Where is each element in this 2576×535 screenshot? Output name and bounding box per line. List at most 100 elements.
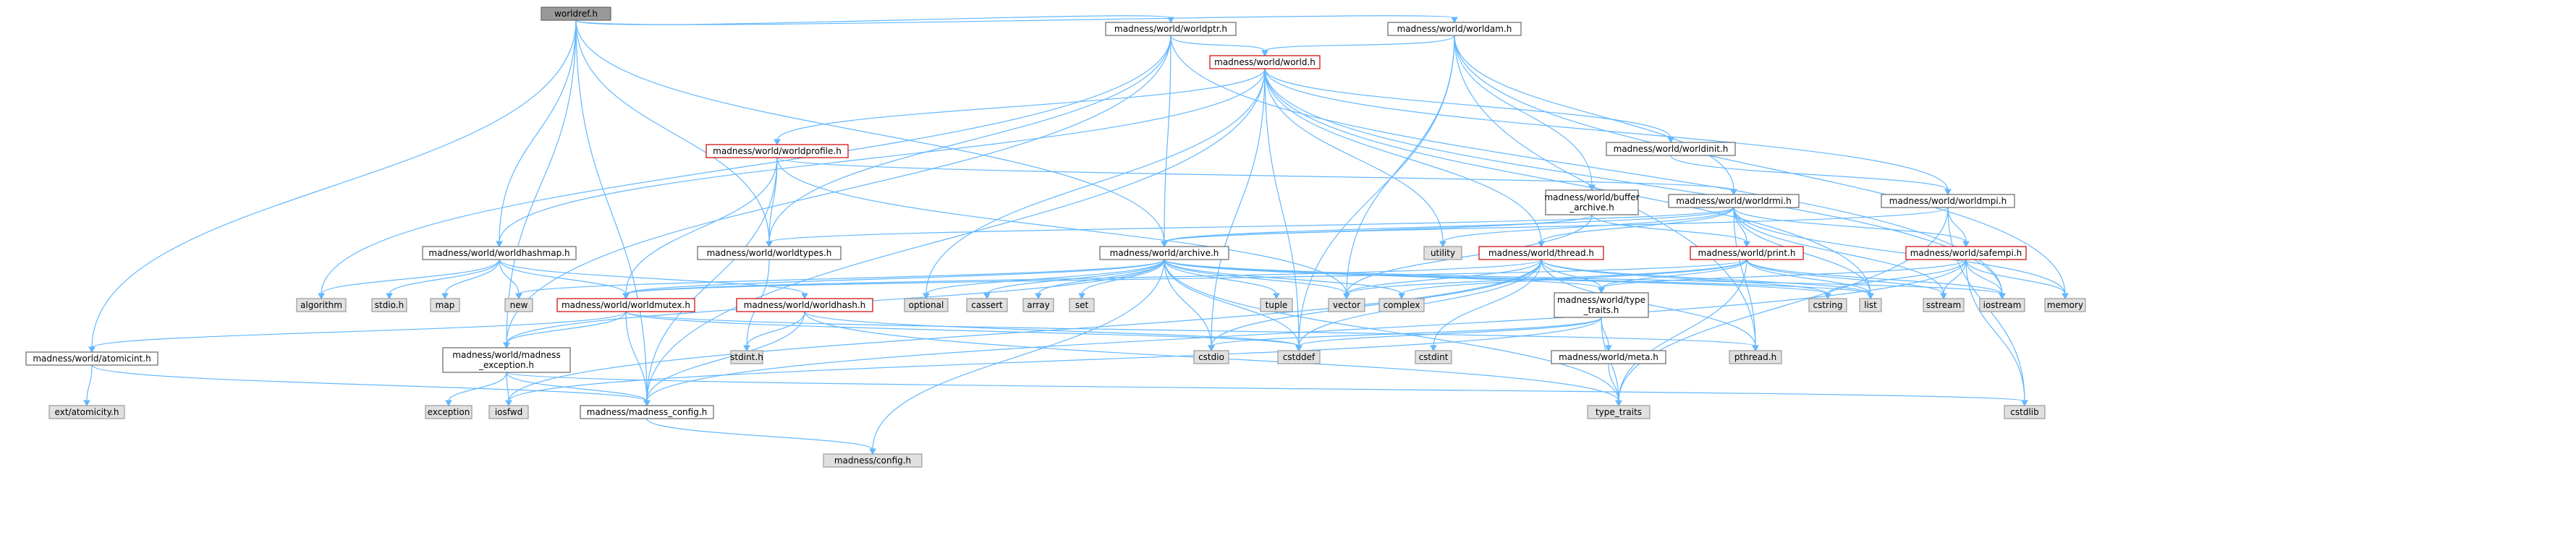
edge-worldrmi-to-memory [1733,207,2066,295]
node-atomicint[interactable]: madness/world/atomicint.h [25,351,158,366]
edge-worldptr-to-archive [1164,35,1172,243]
edge-arrowhead [1743,241,1750,248]
node-worldinit[interactable]: madness/world/worldinit.h [1606,142,1736,156]
node-ext_atomicity: ext/atomicity.h [48,405,125,419]
node-box [1328,298,1365,312]
node-box [1423,246,1462,260]
edge-arrowhead [983,293,991,300]
node-box [556,298,695,312]
node-label: madness/world/madness [452,350,560,360]
node-label: madness/world/worldrmi.h [1676,196,1792,206]
node-box [823,453,923,468]
node-madness_config[interactable]: madness/madness_config.h [580,405,714,419]
node-box [1979,298,2025,312]
node-box [442,347,571,373]
edge-worldhashmap-to-map [444,259,500,295]
node-buffer_archive[interactable]: madness/world/buffer_archive.h [1544,189,1640,215]
edge-arrowhead [2021,400,2028,407]
edges-layer [83,15,2069,455]
node-label: sstream [1926,300,1961,310]
node-box [2004,405,2046,419]
node-label: madness/world/worldhash.h [744,300,866,310]
edge-worldref-to-worldhashmap [499,20,577,243]
edge-meta-to-type_traits [1608,363,1619,402]
edge-arrowhead [515,293,522,300]
edge-safempi-to-cstring [1827,259,1967,295]
node-cstdint: cstdint [1415,350,1452,364]
node-memory: memory [2044,298,2086,312]
node-meta[interactable]: madness/world/meta.h [1551,350,1666,364]
node-worldhash[interactable]: madness/world/worldhash.h [736,298,873,312]
edge-arrowhead [923,293,930,300]
edge-buffer_archive-to-vector [1346,214,1593,295]
edge-print-to-type_traits_h [1601,259,1747,289]
node-safempi[interactable]: madness/world/safempi.h [1905,246,2027,260]
edge-type_traits_h-to-cstddef [1298,317,1602,347]
node-box [1905,246,2027,260]
node-cstdlib: cstdlib [2004,405,2046,419]
node-worldptr[interactable]: madness/world/worldptr.h [1105,22,1237,36]
edge-worldmutex-to-madness_exception [506,311,627,344]
edge-arrowhead [1343,293,1350,300]
edge-archive-to-cassert [986,259,1165,295]
edge-worldref-to-atomicint [91,20,577,348]
node-worldhashmap[interactable]: madness/world/worldhashmap.h [422,246,577,260]
edge-worldhashmap-to-worldmutex [499,259,627,295]
node-box [488,405,529,419]
edge-worldprofile-to-worldrmi [776,157,1734,191]
node-archive[interactable]: madness/world/archive.h [1099,246,1229,260]
edge-safempi-to-memory [1965,259,2066,295]
node-worldrmi[interactable]: madness/world/worldrmi.h [1668,194,1800,208]
edge-safempi-to-cstdlib [1965,259,2025,402]
node-label: set [1075,300,1089,310]
edge-arrowhead [1944,189,1952,196]
edge-arrowhead [1605,345,1612,352]
node-array: array [1022,298,1054,312]
edge-worldrmi-to-worldtypes [768,207,1734,243]
node-thread[interactable]: madness/world/thread.h [1478,246,1604,260]
node-world[interactable]: madness/world/world.h [1209,55,1321,69]
edge-archive-to-set [1081,259,1165,295]
edge-worldmutex-to-atomicint [91,311,627,348]
node-type_traits_h[interactable]: madness/world/type_traits.h [1554,292,1649,318]
node-box [1378,298,1425,312]
node-print[interactable]: madness/world/print.h [1690,246,1804,260]
node-worldtypes[interactable]: madness/world/worldtypes.h [697,246,842,260]
node-worldprofile[interactable]: madness/world/worldprofile.h [706,144,849,158]
node-label: tuple [1266,300,1288,310]
edge-arrowhead [622,293,630,300]
node-cstddef: cstddef [1277,350,1321,364]
node-box [1668,194,1800,208]
node-box [966,298,1008,312]
edge-type_traits_h-to-iosfwd [508,317,1602,402]
edge-arrowhead [1398,293,1405,300]
edge-archive-to-cstdio [1164,259,1212,347]
edge-worldam-to-world [1264,35,1455,52]
node-sstream: sstream [1923,298,1965,312]
node-worldmutex[interactable]: madness/world/worldmutex.h [556,298,695,312]
node-iostream: iostream [1979,298,2025,312]
node-box [1606,142,1736,156]
node-label: cstdint [1419,352,1449,362]
node-box [1881,194,2015,208]
node-worldref[interactable]: worldref.h [541,7,611,21]
edge-madness_exception-to-iosfwd [506,372,509,402]
edge-world-to-worldinit [1264,68,1672,139]
edge-arrowhead [83,400,90,407]
edge-arrowhead [496,241,503,248]
node-madness_exception[interactable]: madness/world/madness_exception.h [442,347,571,373]
node-box [1209,55,1321,69]
edge-arrowhead [1962,241,1970,248]
node-label: madness/madness_config.h [587,407,708,417]
node-box [2044,298,2086,312]
edge-madness_exception-to-madness_config [506,372,648,402]
node-worldam[interactable]: madness/world/worldam.h [1387,22,1522,36]
edge-arrowhead [1161,241,1168,248]
node-box [1193,350,1229,364]
node-config: madness/config.h [823,453,923,468]
node-box [430,298,460,312]
edge-thread-to-worldmutex [625,259,1542,295]
edge-world-to-cstdio [1211,68,1266,347]
node-worldmpi[interactable]: madness/world/worldmpi.h [1881,194,2015,208]
